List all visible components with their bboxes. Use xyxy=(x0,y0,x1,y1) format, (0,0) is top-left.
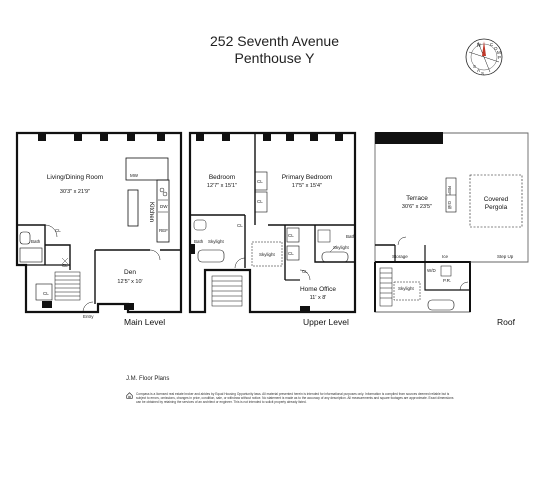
storage-label: Storage xyxy=(392,254,408,259)
upper-cl-4: CL xyxy=(288,251,294,256)
svg-text:C: C xyxy=(490,42,494,47)
main-cl-2: CL xyxy=(62,263,68,268)
unit-title: Penthouse Y xyxy=(234,50,315,66)
svg-text:M: M xyxy=(497,50,501,55)
upper-cl-1: CL xyxy=(257,179,263,184)
upper-skylight-1: Skylight xyxy=(208,239,225,244)
main-bath-label: Bath xyxy=(31,239,41,244)
legal-disclaimer: Compass is a licensed real estate broker… xyxy=(136,392,454,404)
bedroom-dims: 12'7" x 15'1" xyxy=(207,183,237,189)
upper-skylight-3: Skylight xyxy=(333,245,350,250)
compass-icon: N C O M P S A S xyxy=(465,38,503,76)
roof-skylight-label: Skylight xyxy=(398,286,415,291)
dw-label: DW xyxy=(160,204,168,209)
upper-bath-1: Bath xyxy=(194,239,204,244)
roof-caption: Roof xyxy=(497,317,516,327)
main-cl-1: CL xyxy=(55,228,61,233)
mw-label: MW xyxy=(130,173,139,178)
roof-ref-label: REF xyxy=(447,186,452,195)
home-office-dims: 11' x 8' xyxy=(310,295,327,301)
upper-cl-5: CL xyxy=(237,223,243,228)
ice-label: Ice xyxy=(442,254,449,259)
svg-text:O: O xyxy=(494,46,498,51)
entry-label: Entry xyxy=(83,314,94,319)
primary-bedroom-name: Primary Bedroom xyxy=(282,174,333,181)
pergola-label-2: Pergola xyxy=(485,204,508,211)
upper-skylight-2: Skylight xyxy=(259,252,276,257)
svg-text:S: S xyxy=(473,64,476,69)
upper-cl-2: CL xyxy=(257,199,263,204)
roof-plan xyxy=(374,132,529,313)
bedroom-name: Bedroom xyxy=(209,174,235,181)
primary-bedroom-dims: 17'5" x 15'4" xyxy=(292,183,322,189)
kitchen-label: Kitchen xyxy=(148,202,154,222)
ref-label: REF xyxy=(159,228,168,233)
home-office-name: Home Office xyxy=(300,286,336,293)
main-cl-3: CL xyxy=(43,291,49,296)
main-level-plan xyxy=(15,131,183,314)
brand-name: J.M. Floor Plans xyxy=(126,376,170,382)
compass-n: N xyxy=(477,43,481,49)
svg-text:P: P xyxy=(498,55,501,60)
wd-label: W/D xyxy=(427,268,436,273)
step-up-label: Step Up xyxy=(497,254,514,259)
pergola-label-1: Covered xyxy=(484,196,509,203)
upper-level-plan xyxy=(188,131,357,314)
living-room-dims: 30'3" x 21'9" xyxy=(60,189,90,195)
upper-level-caption: Upper Level xyxy=(303,317,349,327)
upper-bath-2: Bath xyxy=(346,234,356,239)
upper-cl-6: CL xyxy=(302,269,308,274)
svg-text:S: S xyxy=(481,71,484,76)
terrace-name: Terrace xyxy=(406,195,428,202)
den-dims: 12'5" x 10' xyxy=(117,279,142,285)
den-name: Den xyxy=(124,269,136,276)
equal-housing-icon xyxy=(126,392,133,399)
living-room-name: Living/Dining Room xyxy=(47,174,103,181)
svg-text:A: A xyxy=(477,68,480,73)
main-level-caption-svg: Main Level xyxy=(124,317,165,327)
upper-cl-3: CL xyxy=(288,233,294,238)
terrace-dims: 30'6" x 23'5" xyxy=(402,204,432,210)
roof-grill-label: Grill xyxy=(447,201,452,209)
pr-label: P.R. xyxy=(443,278,451,283)
address-title: 252 Seventh Avenue xyxy=(210,33,339,49)
